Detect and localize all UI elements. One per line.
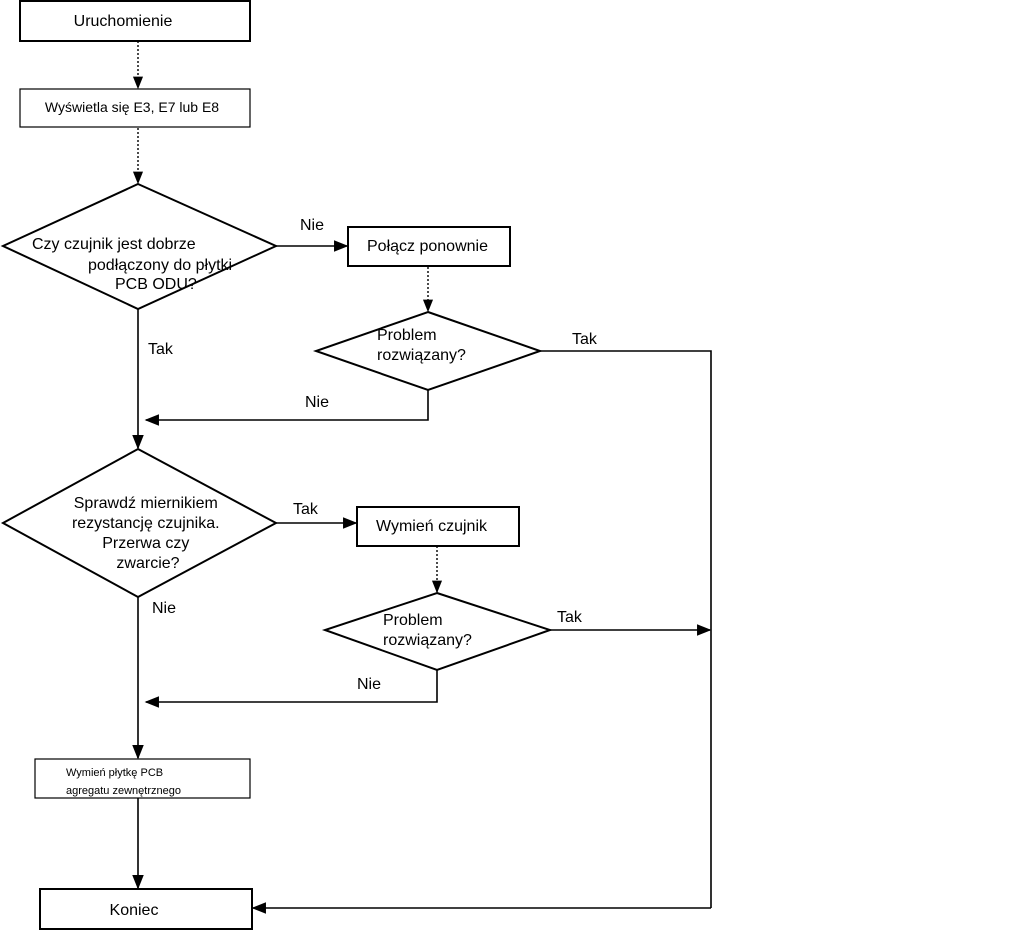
edge-labels: Nie Tak Tak Nie Tak Nie Tak Nie	[148, 217, 598, 693]
node-q-solved-2: Problem rozwiązany?	[321, 591, 554, 672]
edge-q-solved-1-yes	[540, 350, 712, 908]
node-display-label: Wyświetla się E3, E7 lub E8	[45, 99, 219, 115]
node-start: Uruchomienie	[19, 0, 251, 42]
node-q-solved-2-label: Problem rozwiązany?	[383, 612, 472, 649]
node-q-resistance-label: Sprawdź miernikiem rezystancję czujnika.…	[72, 495, 224, 572]
node-q-solved-1: Problem rozwiązany?	[312, 310, 544, 392]
edge-q-solved-2-no	[144, 670, 438, 708]
node-start-label: Uruchomienie	[74, 13, 173, 30]
label-solved1-yes: Tak	[572, 331, 598, 348]
label-connected-yes: Tak	[148, 341, 174, 358]
node-replace-sensor-label: Wymień czujnik	[376, 518, 488, 535]
edge-q-solved-1-no	[144, 390, 429, 426]
node-end-label: Koniec	[110, 902, 159, 919]
node-end: Koniec	[39, 888, 253, 930]
node-q-resistance: Sprawdź miernikiem rezystancję czujnika.…	[0, 447, 279, 599]
label-resistance-yes: Tak	[293, 501, 319, 518]
label-connected-no: Nie	[300, 217, 324, 234]
label-resistance-no: Nie	[152, 600, 176, 617]
node-q-solved-1-label: Problem rozwiązany?	[377, 327, 466, 364]
node-replace-pcb-label: Wymień płytkę PCB agregatu zewnętrznego	[66, 767, 181, 797]
connectors	[132, 41, 712, 914]
node-reconnect: Połącz ponownie	[347, 226, 511, 267]
label-solved2-yes: Tak	[557, 609, 583, 626]
node-reconnect-label: Połącz ponownie	[367, 238, 488, 255]
label-solved2-no: Nie	[357, 676, 381, 693]
node-replace-sensor: Wymień czujnik	[356, 506, 520, 547]
node-replace-pcb: Wymień płytkę PCB agregatu zewnętrznego	[34, 758, 251, 799]
node-display: Wyświetla się E3, E7 lub E8	[19, 88, 251, 128]
node-q-connected-label: Czy czujnik jest dobrze podłączony do pł…	[32, 236, 237, 293]
label-solved1-no: Nie	[305, 394, 329, 411]
node-q-connected: Czy czujnik jest dobrze podłączony do pł…	[0, 182, 279, 311]
